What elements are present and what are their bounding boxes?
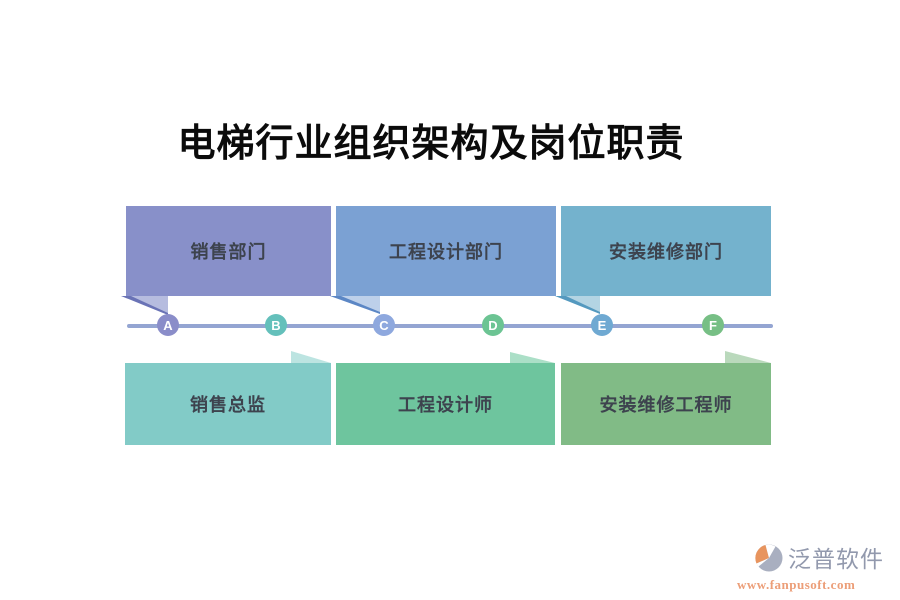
department-box-install-maintenance-label: 安装维修部门 — [609, 242, 723, 262]
role-box-design-engineer-label: 工程设计师 — [398, 395, 493, 415]
role-box-design-engineer: 工程设计师 — [336, 363, 555, 445]
timeline-node-a: A — [157, 314, 179, 336]
role-box-sales-director-label: 销售总监 — [190, 395, 266, 415]
fanpu-logo-icon — [755, 544, 783, 572]
role-box-install-maintenance-engineer-label: 安装维修工程师 — [599, 395, 733, 415]
timeline-node-d: D — [482, 314, 504, 336]
tail-top-1 — [131, 296, 168, 313]
timeline-node-f: F — [702, 314, 724, 336]
timeline-line — [127, 324, 773, 328]
timeline-node-b: B — [265, 314, 287, 336]
timeline-node-c: C — [373, 314, 395, 336]
brand-name: 泛普软件 — [788, 547, 884, 572]
brand-url: www.fanpusoft.com — [737, 577, 856, 592]
role-box-sales-director: 销售总监 — [125, 363, 331, 445]
department-box-engineering-design: 工程设计部门 — [336, 206, 556, 296]
timeline-node-e: E — [591, 314, 613, 336]
brand-footer: 泛普软件 www.fanpusoft.com — [732, 540, 892, 592]
tail-top-3 — [566, 296, 600, 312]
department-box-engineering-design-label: 工程设计部门 — [389, 242, 503, 262]
tail-bottom-1 — [291, 351, 331, 363]
tail-bottom-2 — [510, 352, 555, 363]
tail-top-2 — [341, 296, 380, 312]
department-box-install-maintenance: 安装维修部门 — [561, 206, 771, 296]
department-box-sales: 销售部门 — [126, 206, 331, 296]
page-title: 电梯行业组织架构及岗位职责 — [177, 123, 685, 165]
department-box-sales-label: 销售部门 — [190, 242, 267, 262]
role-box-install-maintenance-engineer: 安装维修工程师 — [561, 363, 771, 445]
tail-bottom-3 — [725, 351, 771, 363]
